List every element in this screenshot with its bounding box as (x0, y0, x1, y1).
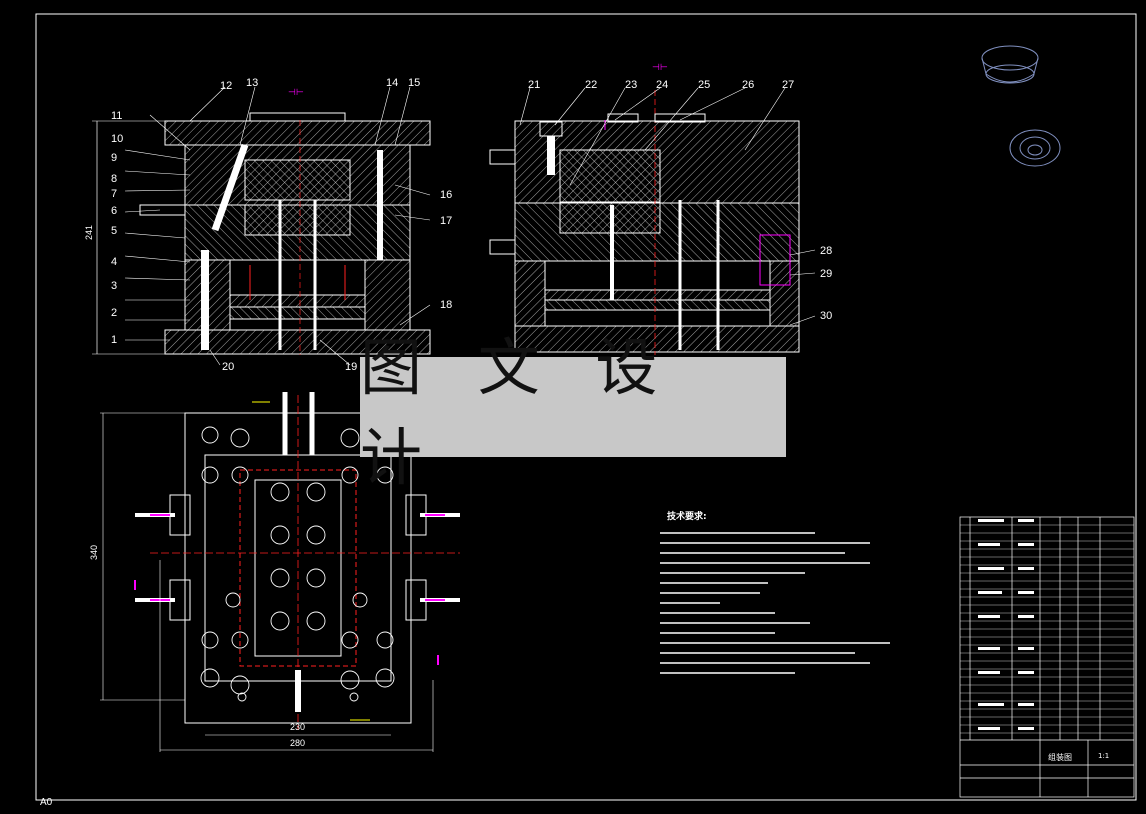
callout-21: 21 (528, 79, 540, 91)
title-block (959, 516, 1135, 798)
callout-7: 7 (111, 188, 117, 200)
left-view-callouts (124, 86, 431, 366)
part-isometric-bottom (1009, 129, 1061, 167)
callout-5: 5 (111, 225, 117, 237)
callout-18: 18 (440, 299, 452, 311)
part-isometric-top (981, 45, 1039, 84)
section-view-right: ⊣⊢ (489, 63, 800, 355)
plan-view-holes (200, 426, 395, 702)
callout-24: 24 (656, 79, 668, 91)
callout-8: 8 (111, 173, 117, 185)
watermark-text: 图 文 设 计 (360, 331, 676, 494)
right-view-callouts (519, 87, 816, 326)
callout-15: 15 (408, 77, 420, 89)
dimension-241: 241 (84, 225, 94, 240)
svg-text:⊣⊢: ⊣⊢ (288, 88, 304, 98)
dimension-280: 280 (290, 738, 305, 748)
callout-9: 9 (111, 152, 117, 164)
callout-25: 25 (698, 79, 710, 91)
callout-10: 10 (111, 133, 123, 145)
callout-30: 30 (820, 310, 832, 322)
dimension-230: 230 (290, 722, 305, 732)
bom-text-blocks (978, 519, 1034, 730)
section-view-left: ⊣⊢ 241 (84, 88, 431, 355)
callout-2: 2 (111, 307, 117, 319)
svg-text:⊣⊢: ⊣⊢ (652, 63, 668, 73)
drawing-scale: 1:1 (1098, 752, 1109, 760)
callout-28: 28 (820, 245, 832, 257)
callout-29: 29 (820, 268, 832, 280)
callout-6: 6 (111, 205, 117, 217)
tech-requirements-lines (660, 532, 890, 674)
callout-26: 26 (742, 79, 754, 91)
sheet-border (35, 13, 1137, 801)
callout-11: 11 (111, 110, 122, 122)
callout-20: 20 (222, 361, 234, 373)
callout-16: 16 (440, 189, 452, 201)
bom-rows (960, 524, 1134, 734)
callout-1: 1 (111, 334, 117, 346)
callout-4: 4 (111, 256, 117, 268)
sheet-size-label: A0 (40, 797, 53, 808)
drawing-name: 组装图 (1048, 752, 1072, 762)
callout-14: 14 (386, 77, 398, 89)
callout-13: 13 (246, 77, 258, 89)
watermark-banner: 图 文 设 计 (360, 331, 786, 494)
callout-12: 12 (220, 80, 232, 92)
callout-19: 19 (345, 361, 357, 373)
dimension-340: 340 (89, 545, 99, 560)
callout-27: 27 (782, 79, 794, 91)
callout-23: 23 (625, 79, 637, 91)
callout-17: 17 (440, 215, 452, 227)
plan-view-dimensions (100, 412, 434, 752)
plan-view (134, 392, 460, 730)
callout-22: 22 (585, 79, 597, 91)
callout-3: 3 (111, 280, 117, 292)
tech-requirements-title: 技术要求: (667, 510, 707, 522)
